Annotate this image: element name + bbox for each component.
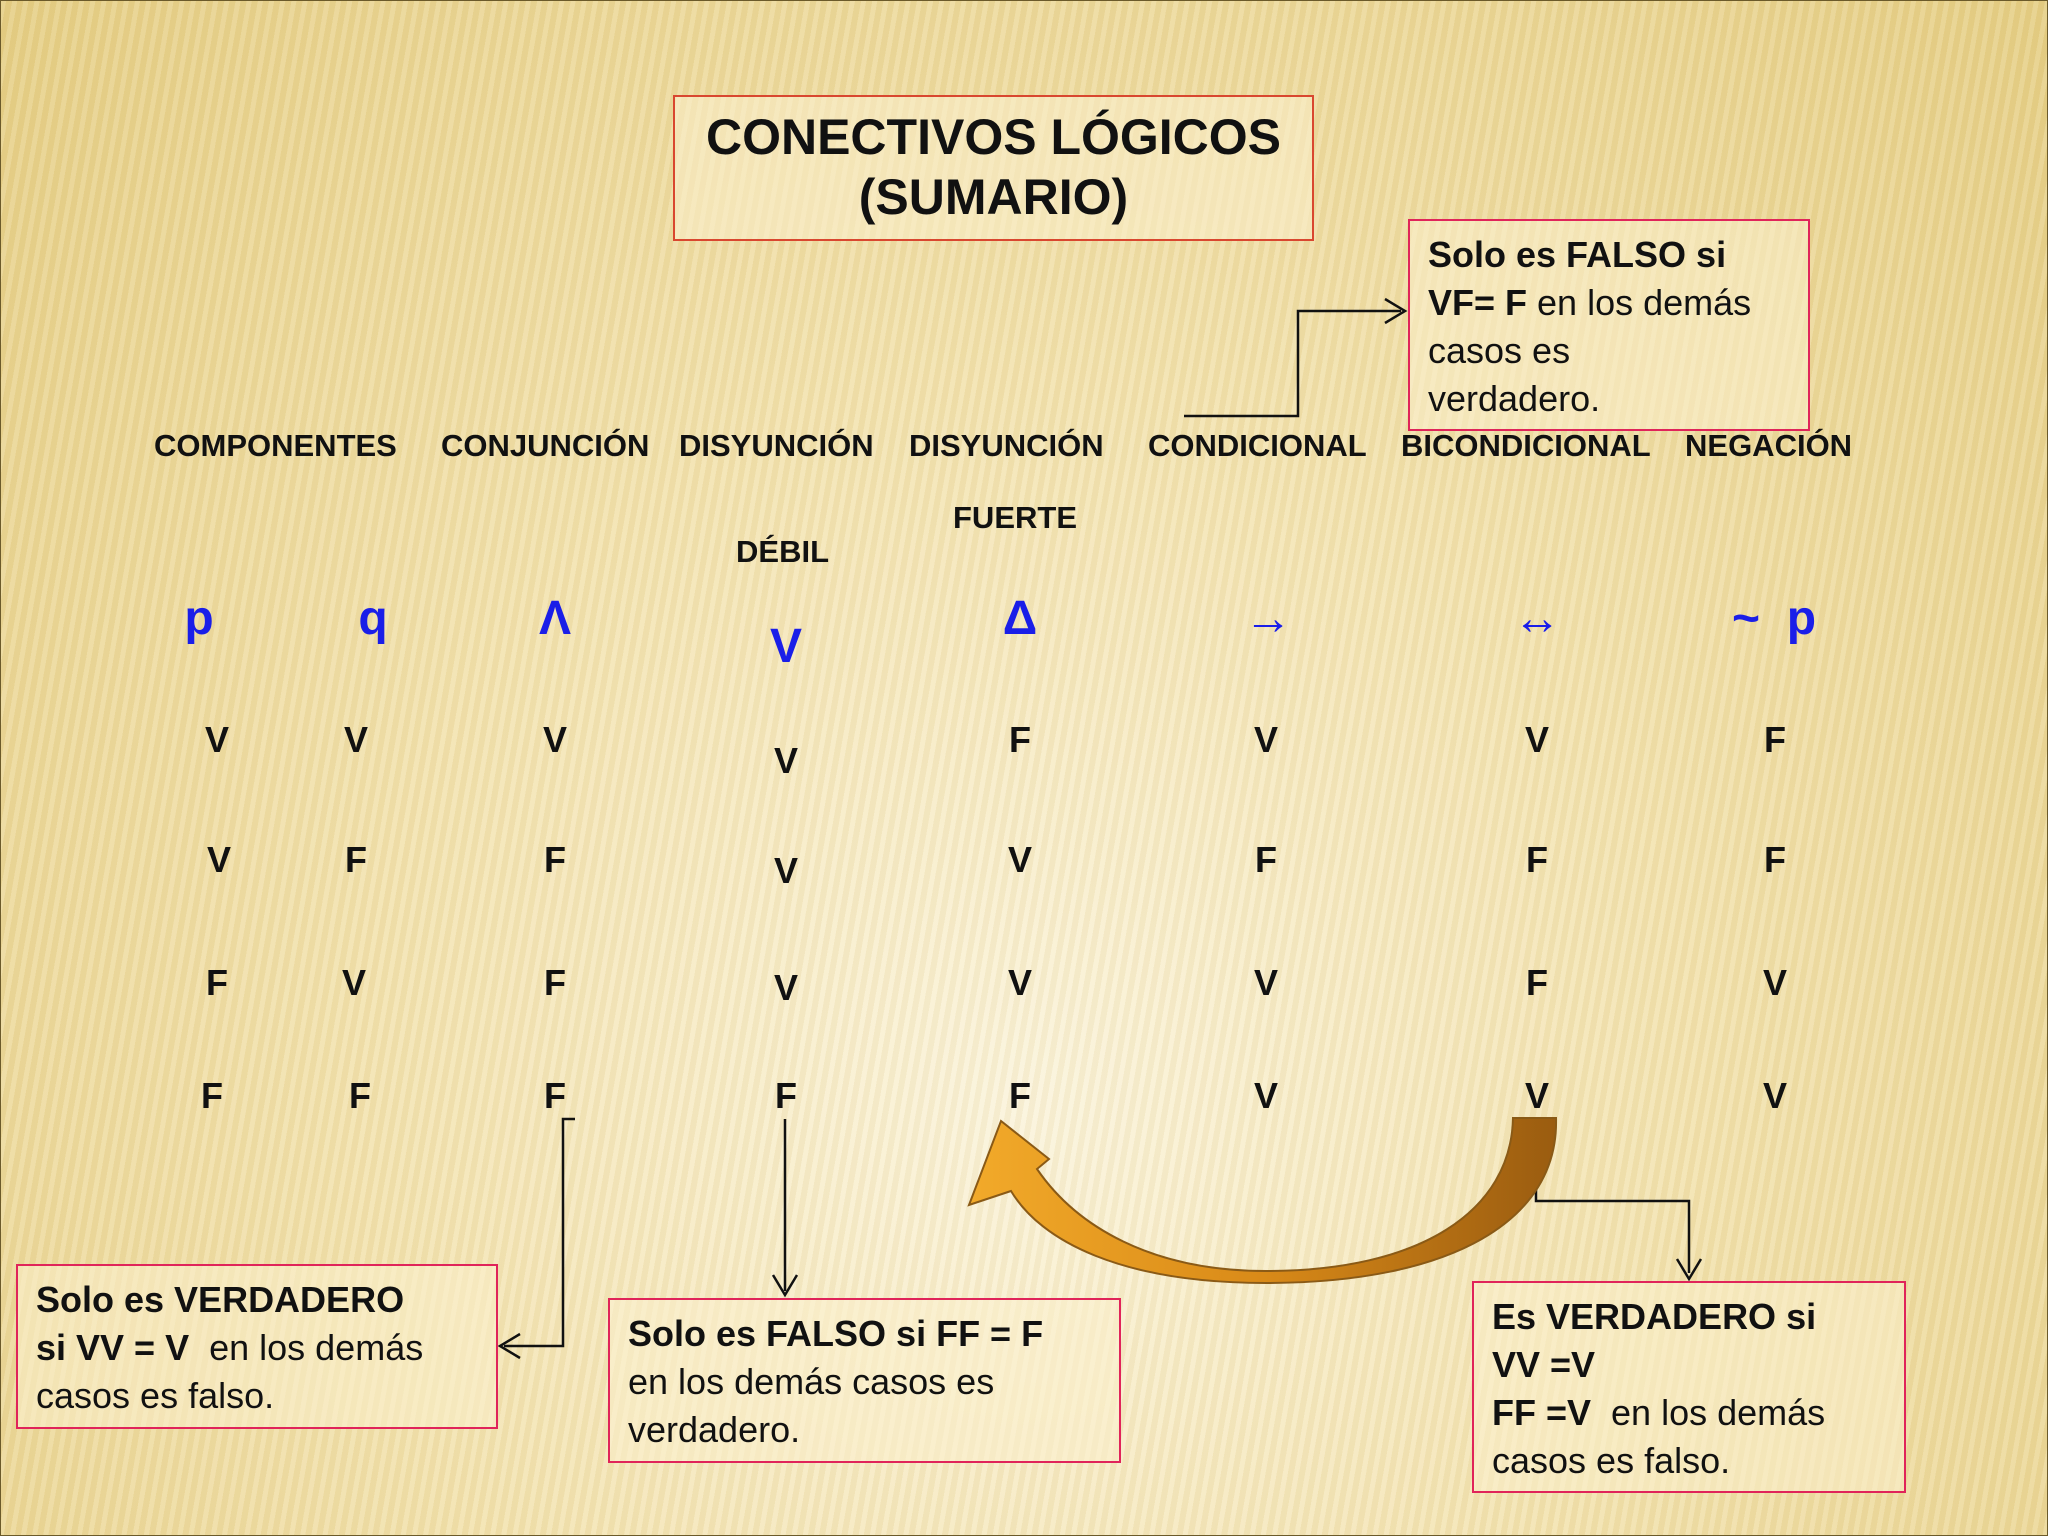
header-disyuncion-debil: DISYUNCIÓN: [679, 428, 874, 463]
cell-q-3: F: [349, 1075, 371, 1116]
symbol-and: Λ: [538, 592, 572, 645]
cell-and-3: F: [544, 1075, 566, 1116]
cell-q-2: V: [341, 962, 367, 1003]
header-condicional: CONDICIONAL: [1148, 428, 1367, 463]
note-disyuncion-bold-1: Solo es FALSO si FF = F: [628, 1313, 1044, 1354]
cell-not-3: V: [1762, 1075, 1788, 1116]
arrowhead-bicondicional: [1675, 1258, 1703, 1282]
cell-iff-1: F: [1526, 839, 1548, 880]
connector-conjuncion: [504, 1117, 575, 1348]
note-bicondicional: Es VERDADERO si VV =V FF =V en los demás…: [1472, 1281, 1906, 1493]
symbol-xor: Δ: [1002, 592, 1038, 645]
note-condicional-text-2: casos es: [1428, 330, 1571, 371]
cell-iff-0: V: [1524, 719, 1550, 760]
cell-p-2: F: [206, 962, 228, 1003]
cell-xor-2: V: [1007, 962, 1033, 1003]
header-bicondicional: BICONDICIONAL: [1401, 428, 1651, 463]
cell-and-2: F: [544, 962, 566, 1003]
header-conjuncion: CONJUNCIÓN: [441, 428, 650, 463]
note-disyuncion-text-1: en los demás casos es: [628, 1361, 995, 1402]
note-disyuncion-text-2: verdadero.: [628, 1409, 801, 1450]
arrowhead-conjuncion: [497, 1332, 521, 1360]
cell-iff-2: F: [1526, 962, 1548, 1003]
arrowhead-condicional: [1384, 297, 1408, 325]
note-conjuncion-text-2: casos es falso.: [36, 1375, 275, 1416]
cell-implies-1: F: [1255, 839, 1277, 880]
symbol-or: V: [769, 620, 803, 673]
header-negacion: NEGACIÓN: [1685, 428, 1853, 463]
note-condicional: Solo es FALSO si VF= F en los demás caso…: [1408, 219, 1810, 431]
title-box: CONECTIVOS LÓGICOS (SUMARIO): [673, 95, 1314, 241]
note-conjuncion-bold-2: si VV = V: [36, 1327, 190, 1368]
symbol-iff: ↔: [1513, 592, 1561, 645]
note-conjuncion-bold-1: Solo es VERDADERO: [36, 1279, 405, 1320]
symbol-implies: →: [1244, 592, 1292, 645]
cell-or-3: F: [775, 1075, 797, 1116]
arrowhead-disyuncion: [771, 1274, 799, 1298]
note-condicional-text-1: en los demás: [1527, 282, 1752, 323]
note-conjuncion: Solo es VERDADERO si VV = V en los demás…: [16, 1264, 498, 1429]
note-conjuncion-text-1: en los demás: [189, 1327, 424, 1368]
cell-or-1: V: [773, 850, 799, 891]
cell-or-0: V: [773, 740, 799, 781]
cell-p-1: V: [206, 839, 232, 880]
cell-not-2: V: [1762, 962, 1788, 1003]
cell-not-0: F: [1764, 719, 1786, 760]
symbol-q: q: [358, 592, 388, 645]
note-condicional-text-3: verdadero.: [1428, 378, 1601, 419]
cell-xor-0: F: [1009, 719, 1031, 760]
header-componentes: COMPONENTES: [154, 428, 397, 463]
cell-p-0: V: [204, 719, 230, 760]
cell-implies-3: V: [1253, 1075, 1279, 1116]
note-bicondicional-text-1: en los demás: [1591, 1392, 1826, 1433]
curved-arrow: [967, 1117, 1558, 1285]
cell-xor-1: V: [1007, 839, 1033, 880]
header-disyuncion-fuerte: DISYUNCIÓN: [909, 428, 1104, 463]
note-bicondicional-bold-1: Es VERDADERO si: [1492, 1296, 1817, 1337]
cell-xor-3: F: [1009, 1075, 1031, 1116]
cell-q-1: F: [345, 839, 367, 880]
connector-bicondicional: [1534, 1119, 1691, 1273]
note-disyuncion: Solo es FALSO si FF = F en los demás cas…: [608, 1298, 1121, 1463]
connector-condicional: [1184, 309, 1401, 418]
symbol-p: p: [184, 592, 214, 645]
title-line-1: CONECTIVOS LÓGICOS: [705, 109, 1282, 165]
cell-implies-2: V: [1253, 962, 1279, 1003]
cell-and-0: V: [542, 719, 568, 760]
title-line-2: (SUMARIO): [858, 169, 1129, 225]
symbol-not: ~ p: [1731, 592, 1817, 645]
header-debil: DÉBIL: [736, 534, 829, 569]
note-condicional-bold-1: Solo es FALSO si: [1428, 234, 1727, 275]
cell-p-3: F: [201, 1075, 223, 1116]
cell-implies-0: V: [1253, 719, 1279, 760]
header-fuerte: FUERTE: [953, 500, 1077, 535]
cell-not-1: F: [1764, 839, 1786, 880]
cell-iff-3: V: [1524, 1075, 1550, 1116]
note-bicondicional-text-2: casos es falso.: [1492, 1440, 1731, 1481]
note-bicondicional-bold-2: VV =V: [1492, 1344, 1596, 1385]
note-condicional-bold-2: VF= F: [1428, 282, 1528, 323]
cell-q-0: V: [343, 719, 369, 760]
cell-and-1: F: [544, 839, 566, 880]
note-bicondicional-bold-3: FF =V: [1492, 1392, 1592, 1433]
cell-or-2: V: [773, 967, 799, 1008]
